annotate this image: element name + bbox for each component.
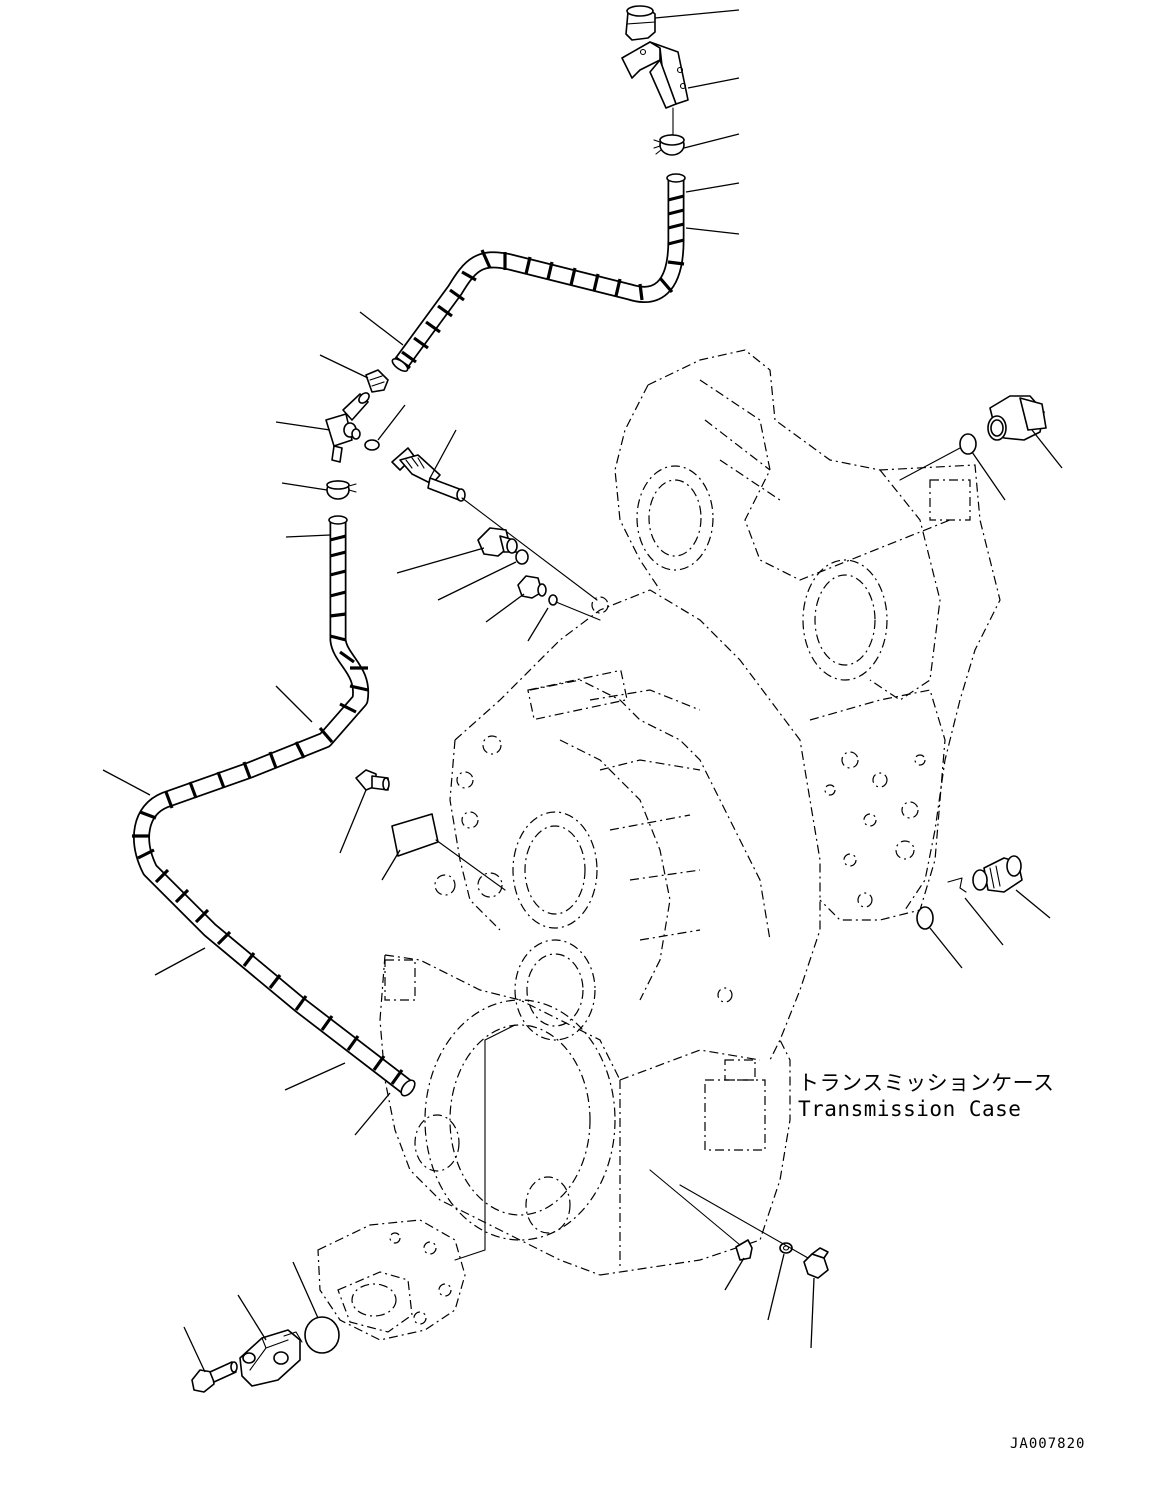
elbow-fitting: [325, 392, 370, 463]
hose-bracket: [621, 41, 689, 109]
breather-hose-upper: [391, 173, 686, 373]
bolt-nameplate: [355, 769, 390, 791]
leader-line: [654, 9, 740, 19]
o-ring: [515, 549, 529, 565]
drain-plug: [803, 1247, 829, 1279]
leader-line: [102, 769, 151, 796]
leader-line: [319, 354, 369, 379]
snap-ring: [947, 877, 967, 893]
leader-line: [292, 1261, 319, 1319]
breather-cap: [625, 5, 656, 41]
nameplate: [391, 813, 439, 857]
pressure-switch-upper: [987, 395, 1047, 441]
leader-line: [285, 534, 331, 538]
leader-line: [339, 789, 367, 854]
leader-line: [381, 849, 401, 881]
o-ring: [304, 1316, 340, 1354]
leader-line: [429, 429, 457, 479]
hose-clamp-lower: [326, 480, 357, 500]
leader-line: [687, 77, 740, 89]
leader-line: [485, 593, 525, 623]
temperature-sensor: [972, 855, 1023, 893]
leader-line: [1015, 889, 1051, 919]
plug-large: [477, 527, 518, 557]
o-ring: [548, 594, 558, 606]
case-label-jp: トランスミッションケース: [798, 1071, 1055, 1095]
leader-line: [377, 404, 406, 441]
leader-line: [154, 947, 206, 976]
leader-line: [964, 897, 1004, 946]
leader-line: [683, 133, 740, 149]
leader-line: [685, 227, 740, 235]
leader-line: [237, 1294, 267, 1341]
leader-line: [929, 927, 963, 969]
cover-plate: [239, 1329, 303, 1387]
hose-clamp-upper: [653, 134, 685, 156]
hose-clamp-small: [365, 369, 389, 393]
drawing-code: JA007820: [1010, 1436, 1085, 1452]
o-ring: [959, 433, 977, 455]
leader-line: [396, 547, 485, 574]
leader-line: [437, 561, 517, 601]
leader-line: [354, 1092, 391, 1136]
leader-line: [767, 1253, 785, 1321]
leader-line: [527, 607, 549, 642]
leader-line: [275, 685, 313, 723]
washer: [779, 1242, 793, 1254]
o-ring: [916, 906, 934, 930]
o-ring: [364, 439, 380, 451]
breather-hose-lower: [132, 515, 416, 1097]
leader-line: [724, 1257, 745, 1291]
transmission-case: [379, 349, 1001, 1276]
leader-line: [359, 311, 404, 346]
breather-adapter: [391, 447, 466, 502]
cover-bolt: [191, 1361, 238, 1393]
leader-line: [183, 1326, 206, 1373]
leader-line: [810, 1277, 815, 1349]
leader-line: [275, 421, 331, 431]
flange-cover: [317, 1219, 466, 1341]
leader-line: [281, 482, 328, 491]
case-label-en: Transmission Case: [798, 1097, 1021, 1121]
leader-line: [284, 1062, 346, 1091]
leader-line: [1031, 429, 1063, 469]
leader-line: [685, 182, 740, 193]
leader-line: [971, 451, 1006, 501]
